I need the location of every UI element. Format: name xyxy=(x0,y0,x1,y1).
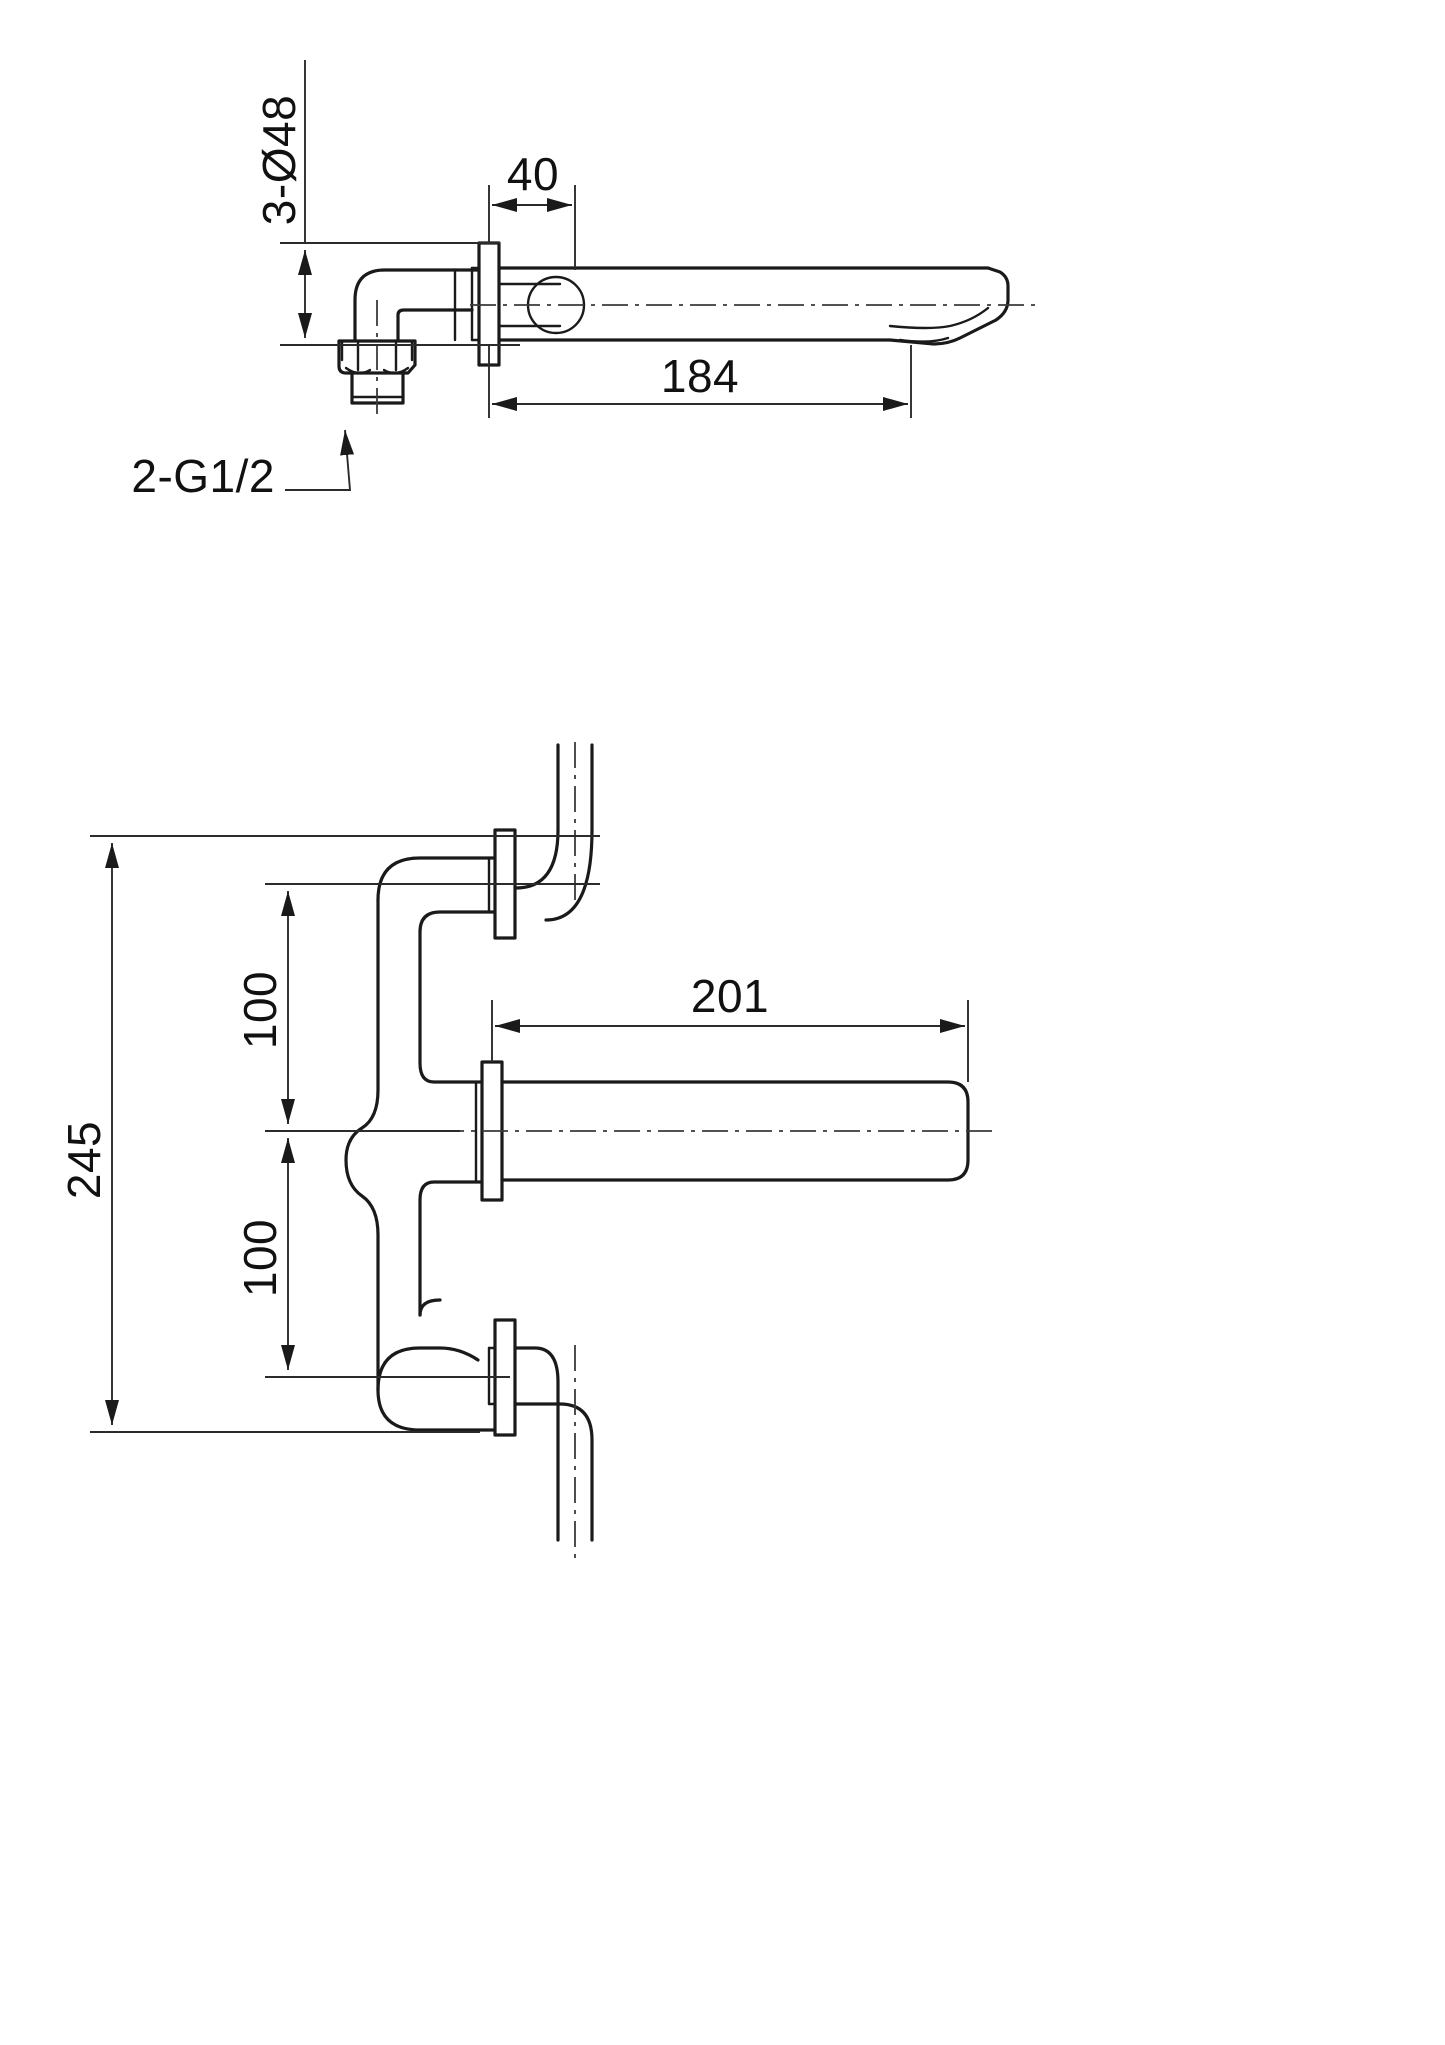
dim-flange-offset: 40 xyxy=(507,148,559,200)
dim-thread-callout: 2-G1/2 xyxy=(131,450,275,502)
dim-hole-callout: 3-Ø48 xyxy=(253,95,305,225)
front-view-geometry xyxy=(344,742,995,1560)
dim-spout-length: 201 xyxy=(691,970,769,1022)
dim-spacing-upper: 100 xyxy=(234,971,286,1049)
dim-spacing-lower: 100 xyxy=(234,1219,286,1297)
top-view-dimensions: 3-Ø48 40 184 2-G1/2 xyxy=(131,60,912,502)
dim-spout-reach: 184 xyxy=(661,350,739,402)
dim-total-height: 245 xyxy=(58,1121,110,1199)
front-view-dimensions: 245 100 100 201 xyxy=(58,835,969,1433)
